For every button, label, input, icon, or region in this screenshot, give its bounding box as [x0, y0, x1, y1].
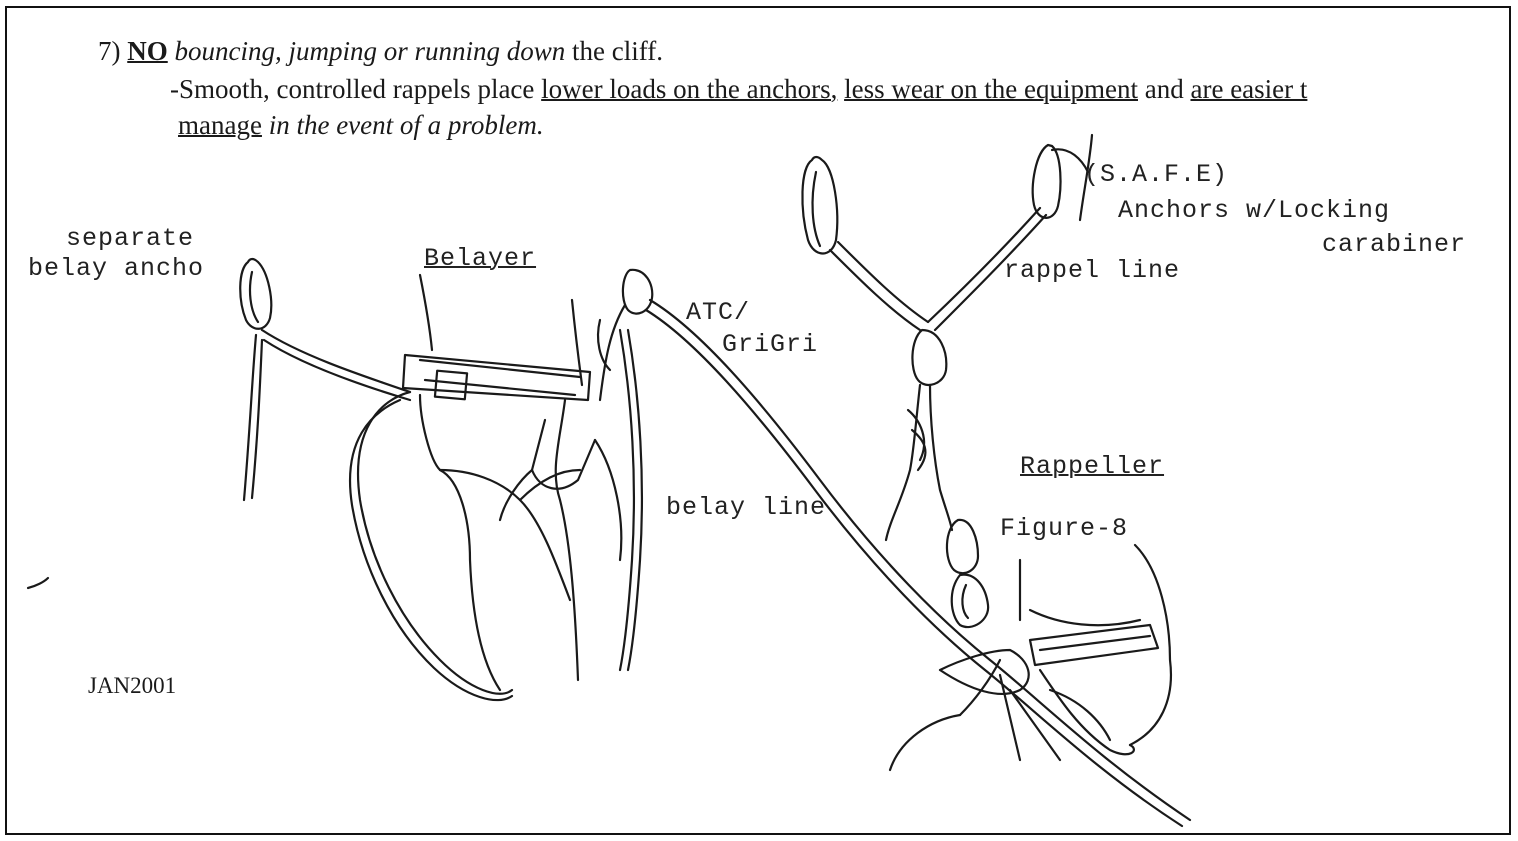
label-anchors: Anchors w/Locking — [1118, 196, 1390, 225]
figure8-device — [947, 520, 988, 627]
belay-anchor-carabiner — [240, 259, 271, 329]
belayer-figure — [350, 275, 621, 700]
label-figure8: Figure-8 — [1000, 514, 1128, 543]
sling-left-a — [830, 250, 920, 330]
rappel-line-rope — [886, 385, 920, 540]
sling-left-b — [838, 242, 928, 322]
stray-mark — [28, 578, 48, 588]
label-belayer: Belayer — [424, 244, 536, 273]
label-rappeller: Rappeller — [1020, 452, 1164, 481]
label-safe: (S.A.F.E) — [1084, 160, 1228, 189]
master-point-carabiner — [912, 330, 946, 385]
label-belay-anchor: belay ancho — [28, 254, 204, 283]
label-belay-line: belay line — [666, 493, 826, 522]
belay-line-drop-2 — [620, 330, 634, 670]
label-separate: separate — [66, 224, 194, 253]
label-rappel-line: rappel line — [1004, 256, 1180, 285]
atc-grigri-device — [598, 270, 652, 400]
anchor-sling-lower — [264, 340, 410, 400]
rappel-line-rope-2 — [930, 385, 952, 530]
anchor-sling — [262, 330, 410, 392]
label-atc: ATC/ — [686, 298, 750, 327]
label-grigri: GriGri — [722, 330, 818, 359]
belay-line-rope — [650, 300, 1190, 820]
date-stamp: JAN2001 — [88, 673, 176, 699]
rappel-anchor-left — [802, 157, 837, 254]
rappeller-figure — [890, 545, 1171, 770]
label-carabiner: carabiner — [1322, 230, 1466, 259]
belay-line-rope-2 — [646, 310, 1182, 826]
